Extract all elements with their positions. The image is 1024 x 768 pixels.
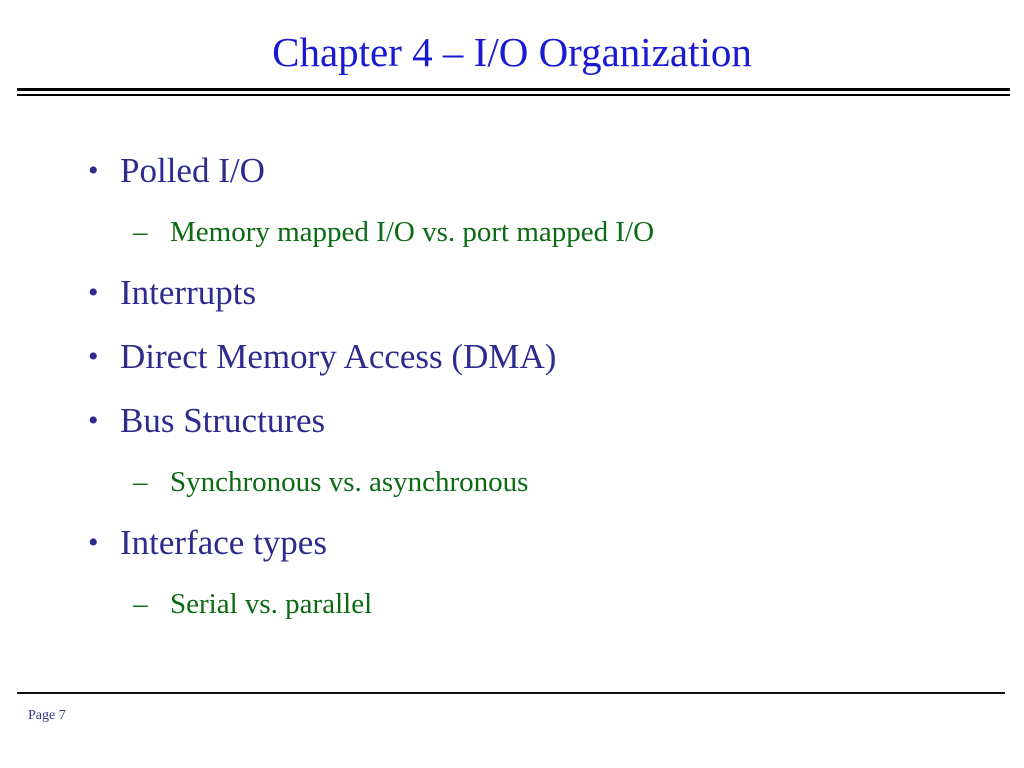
slide-title: Chapter 4 – I/O Organization xyxy=(272,29,752,75)
bullet-item-level1: • Interface types xyxy=(0,522,1024,564)
bullet-text: Bus Structures xyxy=(120,401,326,440)
bullet-marker-icon: • xyxy=(88,340,99,373)
footer-divider xyxy=(17,692,1005,694)
bullet-marker-icon: • xyxy=(88,526,99,559)
bullet-text: Synchronous vs. asynchronous xyxy=(170,466,529,498)
bullet-item-level1: • Polled I/O xyxy=(0,150,1024,192)
bullet-text: Interface types xyxy=(120,523,327,562)
bullet-text: Direct Memory Access (DMA) xyxy=(120,337,557,376)
dash-marker-icon: – xyxy=(133,216,148,248)
page-number: Page 7 xyxy=(28,708,66,723)
header-divider-thin xyxy=(17,94,1010,96)
bullet-item-level1: • Interrupts xyxy=(0,272,1024,314)
bullet-item-level2: – Memory mapped I/O vs. port mapped I/O xyxy=(0,214,1024,250)
bullet-item-level2: – Serial vs. parallel xyxy=(0,586,1024,622)
dash-marker-icon: – xyxy=(133,466,148,498)
bullet-item-level1: • Bus Structures xyxy=(0,400,1024,442)
bullet-marker-icon: • xyxy=(88,276,99,309)
bullet-item-level1: • Direct Memory Access (DMA) xyxy=(0,336,1024,378)
bullet-text: Polled I/O xyxy=(120,151,265,190)
slide-body: • Polled I/O – Memory mapped I/O vs. por… xyxy=(0,150,1024,622)
bullet-text: Interrupts xyxy=(120,273,257,312)
bullet-text: Serial vs. parallel xyxy=(170,588,373,620)
bullet-text: Memory mapped I/O vs. port mapped I/O xyxy=(170,216,655,248)
bullet-item-level2: – Synchronous vs. asynchronous xyxy=(0,464,1024,500)
bullet-marker-icon: • xyxy=(88,404,99,437)
dash-marker-icon: – xyxy=(133,588,148,620)
bullet-marker-icon: • xyxy=(88,154,99,187)
header-divider-thick xyxy=(17,88,1010,91)
